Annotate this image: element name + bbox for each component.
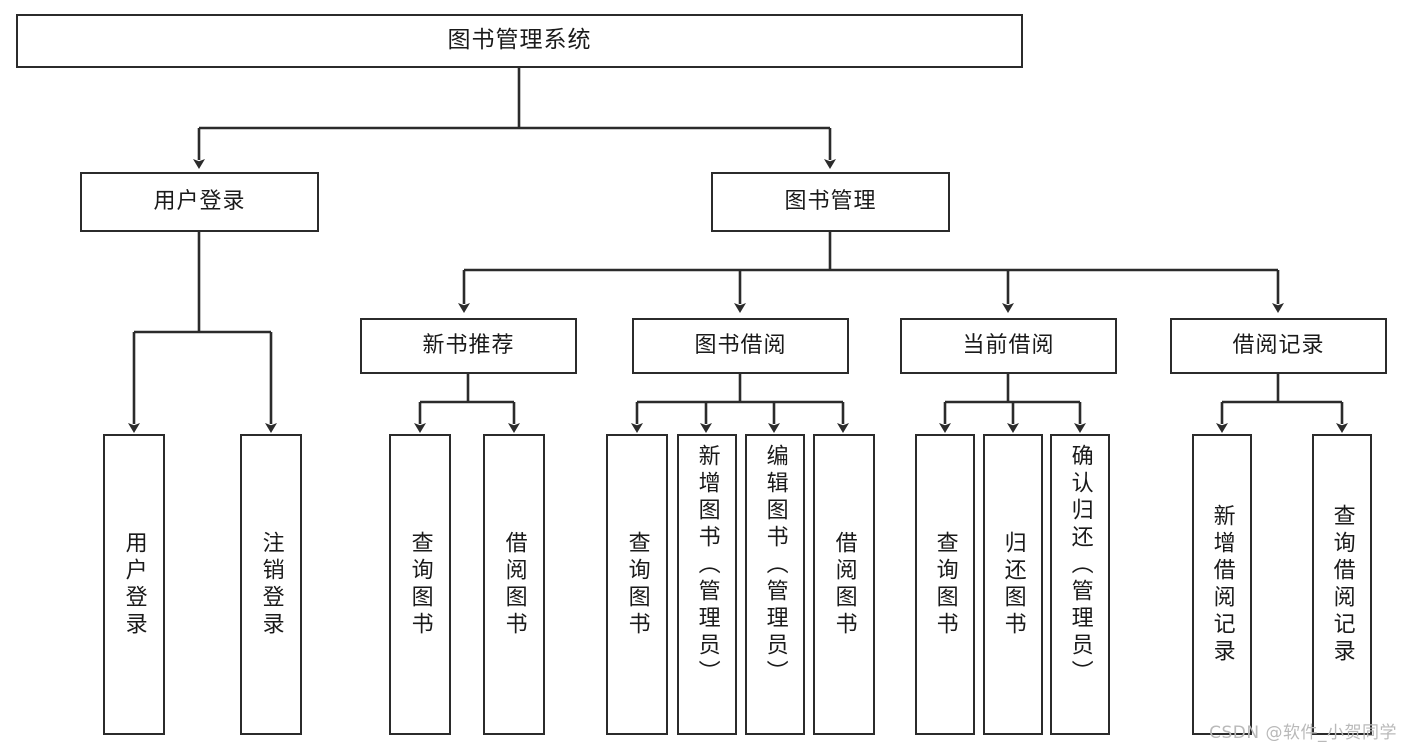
node-label: 新增图书（管理员）	[694, 444, 720, 687]
node-label: 查询图书	[407, 530, 433, 639]
csdn-watermark: CSDN @软件_小贺同学	[1209, 723, 1397, 743]
node-label: 查询图书	[932, 530, 958, 639]
node-label: 借阅图书	[831, 530, 857, 639]
node-label: 确认归还（管理员）	[1067, 444, 1093, 687]
node-label: 图书管理	[784, 188, 877, 214]
node-label: 用户登录	[153, 188, 246, 214]
node-level1-book-management[interactable]: 图书管理	[711, 172, 950, 232]
node-leaf-query-book-borrow[interactable]: 查询图书	[606, 434, 668, 735]
node-level2-new-book-recommend[interactable]: 新书推荐	[360, 318, 577, 374]
node-leaf-add-borrow-record[interactable]: 新增借阅记录	[1192, 434, 1252, 735]
node-label: 新书推荐	[422, 332, 515, 358]
node-leaf-add-book-admin[interactable]: 新增图书（管理员）	[677, 434, 737, 735]
node-label: 查询借阅记录	[1329, 503, 1355, 666]
node-label: 借阅记录	[1232, 332, 1325, 358]
node-level2-borrow-records[interactable]: 借阅记录	[1170, 318, 1387, 374]
node-label: 新增借阅记录	[1209, 503, 1235, 666]
node-leaf-edit-book-admin[interactable]: 编辑图书（管理员）	[745, 434, 805, 735]
edge-newbook-to-leaves	[414, 374, 520, 433]
node-level1-user-login[interactable]: 用户登录	[80, 172, 319, 232]
node-label: 归还图书	[1000, 530, 1026, 639]
node-leaf-confirm-return-admin[interactable]: 确认归还（管理员）	[1050, 434, 1110, 735]
node-leaf-return-book[interactable]: 归还图书	[983, 434, 1043, 735]
node-label: 借阅图书	[501, 530, 527, 639]
edge-bookborrow-to-leaves	[631, 374, 849, 433]
node-leaf-borrow-book-recommend[interactable]: 借阅图书	[483, 434, 545, 735]
node-label: 图书管理系统	[447, 27, 592, 54]
node-label: 用户登录	[121, 530, 147, 639]
edge-currentborrow-to-leaves	[939, 374, 1086, 433]
node-leaf-query-book-current[interactable]: 查询图书	[915, 434, 975, 735]
node-label: 编辑图书（管理员）	[762, 444, 788, 687]
node-leaf-logout-login[interactable]: 注销登录	[240, 434, 302, 735]
edge-root-to-level1	[193, 68, 836, 169]
node-leaf-query-book-recommend[interactable]: 查询图书	[389, 434, 451, 735]
node-root-book-management-system[interactable]: 图书管理系统	[16, 14, 1023, 68]
edge-bookmanage-to-level2	[458, 232, 1284, 313]
node-label: 注销登录	[258, 530, 284, 639]
node-label: 当前借阅	[962, 332, 1055, 358]
node-level2-current-borrow[interactable]: 当前借阅	[900, 318, 1117, 374]
node-label: 图书借阅	[694, 332, 787, 358]
node-label: 查询图书	[624, 530, 650, 639]
node-leaf-user-login[interactable]: 用户登录	[103, 434, 165, 735]
node-level2-book-borrow[interactable]: 图书借阅	[632, 318, 849, 374]
edge-userlogin-to-leaves	[128, 232, 277, 433]
node-leaf-borrow-book[interactable]: 借阅图书	[813, 434, 875, 735]
edge-borrowrecord-to-leaves	[1216, 374, 1348, 433]
node-leaf-query-borrow-record[interactable]: 查询借阅记录	[1312, 434, 1372, 735]
